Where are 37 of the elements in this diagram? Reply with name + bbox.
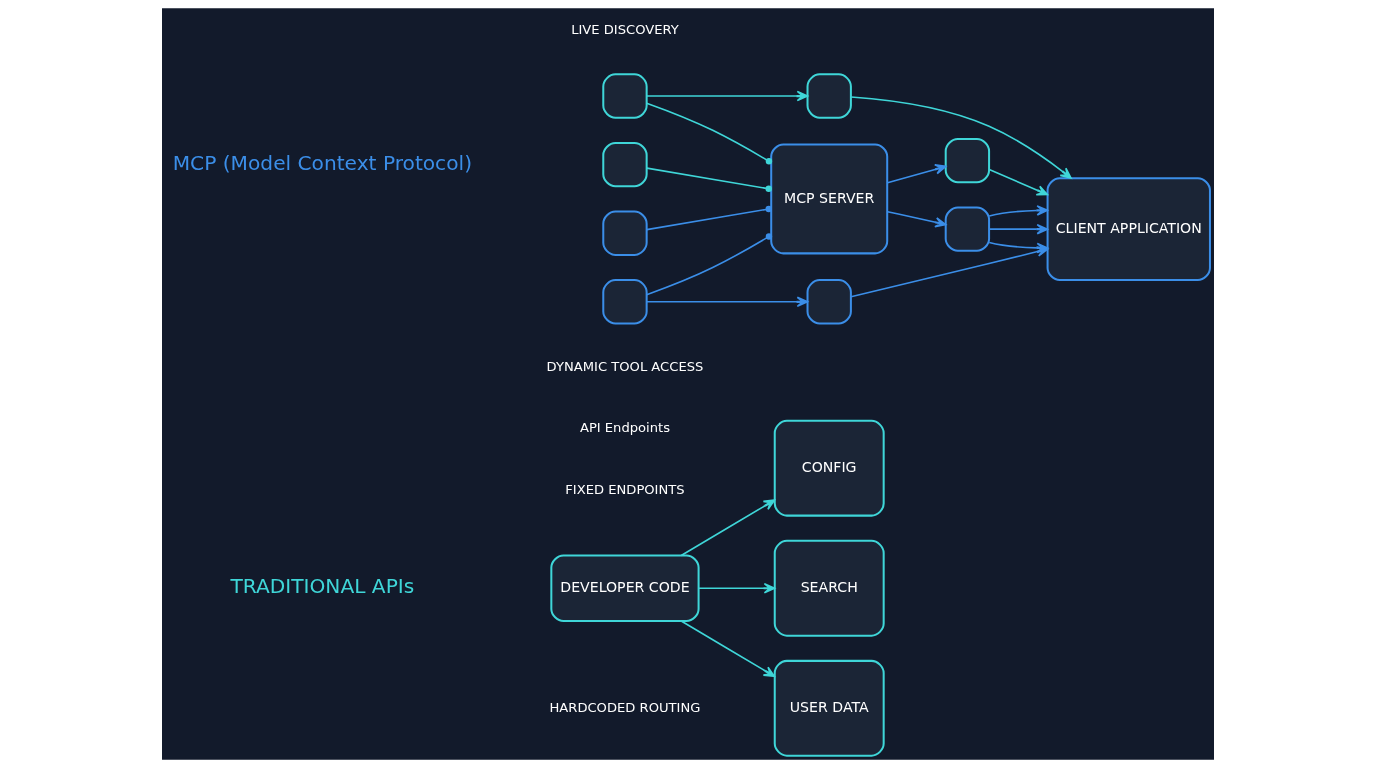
node-box: CLIENT APPLICATION [1046, 177, 1211, 282]
node-box: CONFIG [773, 419, 885, 517]
label: MCP (Model Context Protocol) [172, 150, 473, 175]
node-box: MCP SERVER [770, 143, 889, 255]
arrow [850, 246, 1049, 298]
node-box [944, 206, 991, 252]
label: FIXED ENDPOINTS [565, 481, 685, 497]
arrow [646, 296, 809, 308]
connector [646, 167, 772, 193]
node-box: DEVELOPER CODE [550, 554, 700, 623]
label: TRADITIONAL APIs [230, 574, 415, 599]
label: HARDCODED ROUTING [549, 699, 701, 715]
label: DYNAMIC TOOL ACCESS [546, 358, 704, 374]
node-box [602, 73, 648, 119]
node-box [602, 141, 648, 188]
arrow [697, 582, 776, 594]
label: API Endpoints [579, 420, 671, 436]
node-box [602, 210, 648, 256]
arrow [988, 168, 1049, 196]
node-box: SEARCH [773, 539, 885, 637]
connector [645, 102, 773, 165]
arrow [680, 499, 776, 557]
label: LIVE DISCOVERY [571, 21, 679, 37]
node-box: USER DATA [773, 659, 885, 757]
arrow [988, 223, 1049, 235]
arrow [680, 620, 776, 678]
arrow [646, 90, 809, 102]
arrow [886, 163, 947, 184]
node-box [806, 73, 852, 119]
arrow [850, 96, 1072, 179]
node-box [944, 137, 991, 184]
arrow [988, 205, 1049, 217]
connector [646, 205, 772, 231]
connector [645, 233, 773, 296]
node-box [602, 279, 648, 325]
node-box [806, 279, 852, 325]
arrow [886, 210, 947, 228]
